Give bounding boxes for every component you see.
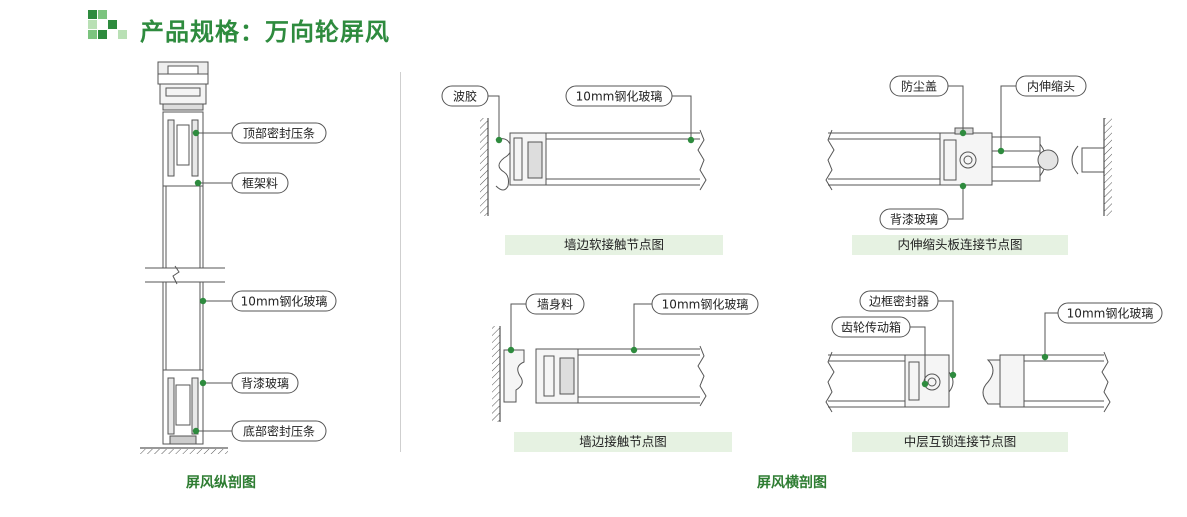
callout-wall-profile: 墙身料 — [537, 297, 573, 312]
wall-soft-contact-drawing — [480, 95, 707, 216]
callout-tele-back-paint: 背漆玻璃 — [890, 213, 938, 227]
vertical-callout-boxes — [231, 122, 337, 442]
callout-rubber: 波胶 — [453, 89, 477, 104]
caption-wall-soft: 墙边软接触节点图 — [505, 235, 723, 255]
callout-interlock-glass: 10mm钢化玻璃 — [1067, 307, 1154, 321]
caption-vertical-section: 屏风纵剖图 — [186, 475, 256, 491]
wall-contact-boxes — [525, 293, 759, 315]
wall-contact-dots — [507, 346, 638, 354]
wall-soft-dots — [495, 136, 695, 144]
wall-contact-drawing — [492, 303, 707, 422]
wall-soft-boxes — [441, 85, 673, 107]
vertical-callout-dots — [192, 129, 207, 435]
callout-vertical-glass: 10mm钢化玻璃 — [241, 295, 328, 309]
callout-dust-cover: 防尘盖 — [901, 79, 937, 94]
callout-wall-contact-glass: 10mm钢化玻璃 — [662, 298, 749, 312]
brand-logo-icon — [88, 10, 127, 39]
callout-top-seal: 顶部密封压条 — [243, 126, 315, 141]
telescopic-dots — [959, 129, 1005, 190]
caption-interlock: 中层互锁连接节点图 — [852, 432, 1068, 452]
callout-edge-seal: 边框密封器 — [869, 294, 929, 309]
interlock-boxes — [831, 290, 1163, 338]
section-divider — [400, 72, 401, 452]
interlock-drawing — [825, 300, 1111, 413]
caption-wall-contact: 墙边接触节点图 — [514, 432, 732, 452]
callout-wall-soft-glass: 10mm钢化玻璃 — [576, 90, 663, 104]
telescopic-boxes — [879, 75, 1087, 230]
vertical-section-drawing — [140, 61, 232, 454]
telescopic-drawing — [825, 85, 1112, 220]
callout-frame: 框架料 — [242, 177, 278, 191]
caption-telescopic: 内伸缩头板连接节点图 — [852, 235, 1068, 255]
page-title: 产品规格：万向轮屏风 — [140, 18, 390, 46]
callout-tele-head: 内伸缩头 — [1027, 79, 1075, 94]
callout-back-paint: 背漆玻璃 — [241, 377, 289, 391]
caption-horizontal-section: 屏风横剖图 — [757, 475, 827, 491]
interlock-dots — [921, 353, 1049, 388]
callout-gear-box: 齿轮传动箱 — [841, 320, 901, 335]
callout-bottom-seal: 底部密封压条 — [243, 424, 315, 439]
